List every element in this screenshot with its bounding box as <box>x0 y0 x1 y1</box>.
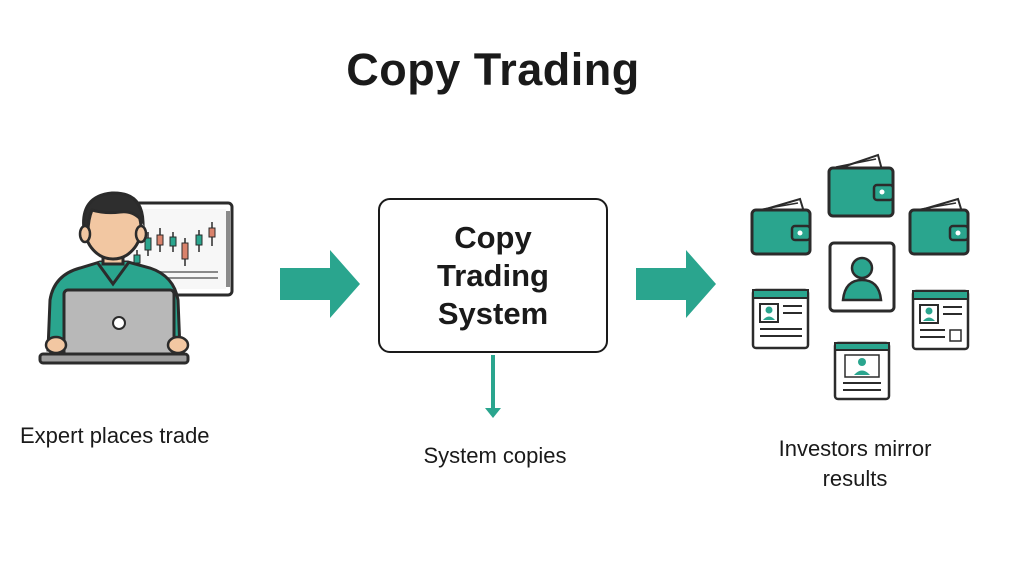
arrow-right-icon <box>280 250 360 318</box>
trader-icon <box>38 191 234 365</box>
arrow-down-icon <box>485 355 501 418</box>
copy-trading-system-box: Copy Trading System <box>378 198 608 353</box>
page-title: Copy Trading <box>346 44 640 95</box>
wallet-icon <box>908 197 970 256</box>
caption-investors: Investors mirror results <box>778 436 932 491</box>
caption-expert: Expert places trade <box>20 423 210 448</box>
caption-system: System copies <box>423 443 567 468</box>
id-card-icon <box>833 341 891 401</box>
id-card-icon <box>751 288 810 350</box>
id-card-icon <box>911 289 970 351</box>
person-hair <box>82 191 145 235</box>
wallet-icon <box>827 153 895 218</box>
system-box-label: Copy Trading System <box>437 219 549 331</box>
arrow-right-icon <box>636 250 716 318</box>
user-profile-icon <box>828 241 896 313</box>
laptop-icon <box>38 288 190 365</box>
wallet-icon <box>750 197 812 256</box>
